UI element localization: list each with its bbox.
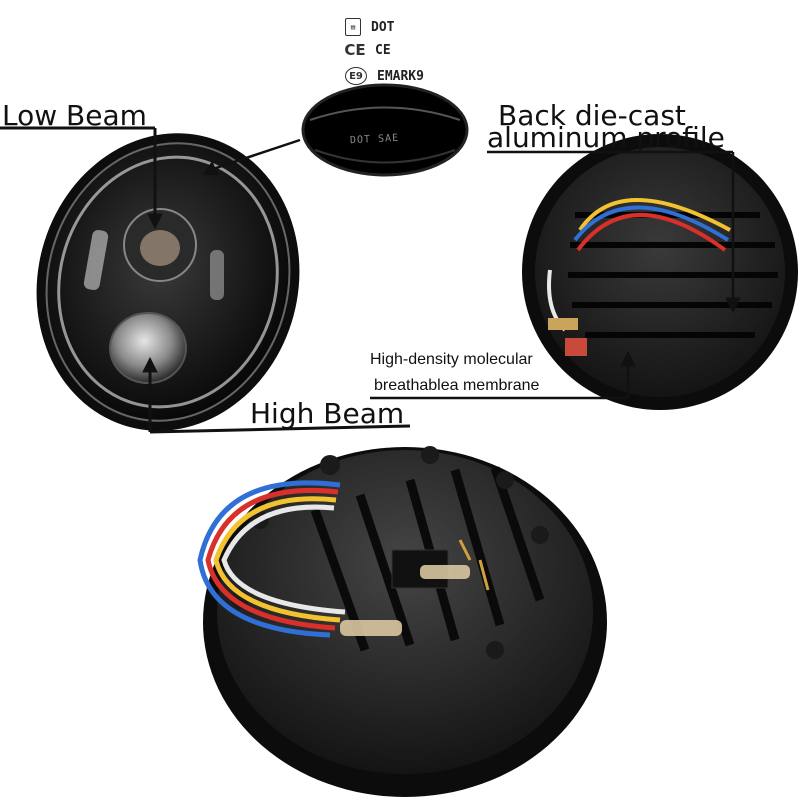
cert-label: DOT <box>371 19 395 35</box>
back-diecast-label-line1: Back die-cast <box>498 99 686 132</box>
high-beam-projector <box>109 312 187 384</box>
membrane-label-line1: High-density molecular <box>370 351 533 368</box>
dot-stamp-magnifier <box>301 83 469 177</box>
cert-label: EMARK9 <box>377 68 424 84</box>
cert-ce: CE CE <box>344 41 391 59</box>
annotation-lines <box>0 126 741 434</box>
e9-mark-icon: E9 <box>345 67 367 85</box>
ce-mark-icon: CE <box>344 41 366 59</box>
wire-harness-bottom <box>197 480 346 638</box>
cert-dot: ▤ DOT <box>345 18 394 36</box>
low-beam-label: Low Beam <box>2 99 147 132</box>
back-headlight-bottom <box>197 446 607 797</box>
high-beam-label: High Beam <box>250 397 405 430</box>
halo-ring <box>57 155 279 409</box>
membrane-label-line2: breathablea membrane <box>374 377 540 394</box>
cert-emark: E9 EMARK9 <box>345 67 424 85</box>
back-diecast-label-line2: aluminum profile <box>487 121 725 154</box>
back-headlight-top <box>522 134 798 410</box>
front-headlight <box>36 133 300 431</box>
cert-label: CE <box>375 42 391 58</box>
document-icon: ▤ <box>345 18 361 36</box>
